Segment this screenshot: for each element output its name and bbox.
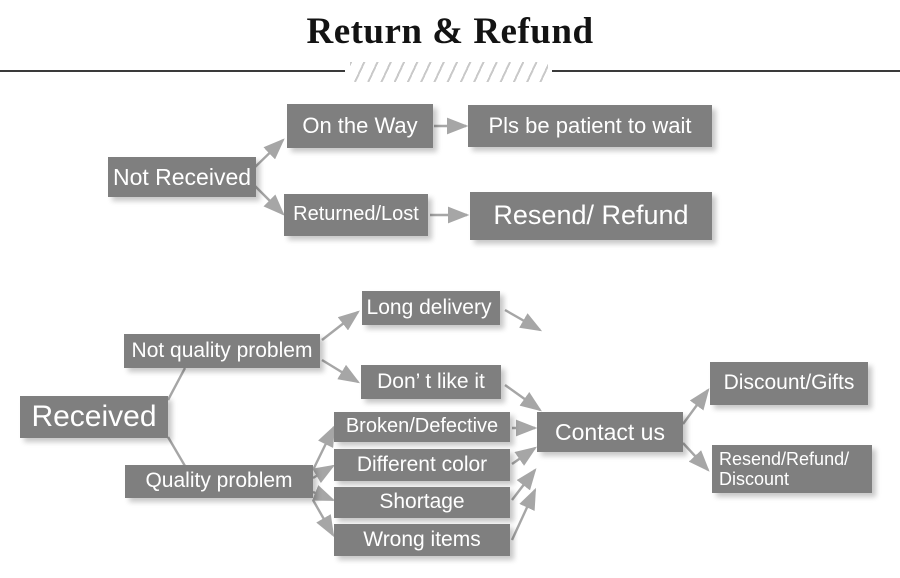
node-wrong-items[interactable]: Wrong items <box>334 524 510 556</box>
node-pls-be-patient-to-wait[interactable]: Pls be patient to wait <box>468 105 712 147</box>
decorative-divider <box>0 62 900 82</box>
node-label: Different color <box>356 452 488 476</box>
node-label: Don’ t like it <box>377 369 485 393</box>
node-label: Long delivery <box>366 295 492 319</box>
node-long-delivery[interactable]: Long delivery <box>362 291 500 325</box>
node-label: Discount/Gifts <box>723 371 855 395</box>
node-received[interactable]: Received <box>20 396 168 438</box>
node-not-quality-problem[interactable]: Not quality problem <box>124 334 320 368</box>
node-label: Resend/ Refund <box>493 200 689 231</box>
node-returned-lost[interactable]: Returned/Lost <box>284 194 428 236</box>
node-shortage[interactable]: Shortage <box>334 487 510 518</box>
node-on-the-way[interactable]: On the Way <box>287 104 433 148</box>
node-label: Contact us <box>555 418 665 445</box>
node-label: Quality problem <box>145 469 293 493</box>
node-label: Returned/Lost <box>293 203 419 226</box>
node-label: Shortage <box>379 490 465 514</box>
hatch-divider-icon <box>350 62 548 82</box>
node-label-line-1: Resend/Refund/ <box>719 449 850 469</box>
node-label: Broken/Defective <box>345 415 499 438</box>
node-label: Received <box>31 399 157 433</box>
node-label: Pls be patient to wait <box>488 113 692 139</box>
node-dont-like-it[interactable]: Don’ t like it <box>361 365 501 399</box>
node-label-line-2: Discount <box>719 469 790 490</box>
node-contact-us[interactable]: Contact us <box>537 412 683 452</box>
node-not-received[interactable]: Not Received <box>108 157 256 197</box>
node-label: Not quality problem <box>131 338 313 362</box>
divider-rule-left <box>0 70 345 72</box>
node-label: Wrong items <box>363 527 481 551</box>
node-resend-refund[interactable]: Resend/ Refund <box>470 192 712 240</box>
node-quality-problem[interactable]: Quality problem <box>125 465 313 498</box>
node-discount-gifts[interactable]: Discount/Gifts <box>710 362 868 405</box>
divider-rule-right <box>552 70 900 72</box>
node-different-color[interactable]: Different color <box>334 449 510 481</box>
node-label: Not Received <box>112 163 252 190</box>
page-title: Return & Refund <box>306 11 594 52</box>
node-resend-refund-discount[interactable]: Resend/Refund/ Discount <box>712 445 872 493</box>
node-broken-defective[interactable]: Broken/Defective <box>334 412 510 442</box>
node-label: On the Way <box>302 113 418 139</box>
